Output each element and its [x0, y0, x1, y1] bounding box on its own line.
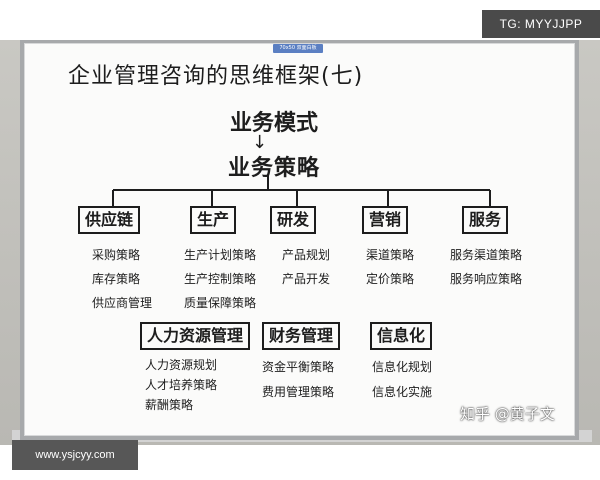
marketing-item: 渠道策略	[366, 248, 415, 262]
category-finance-management: 财务管理	[262, 322, 341, 350]
board-brand-label: 70x50 双面白板	[273, 44, 323, 53]
informatization-item: 信息化实施	[372, 385, 433, 399]
rnd-item: 产品规划	[282, 248, 331, 262]
category-rnd: 研发	[270, 206, 317, 234]
down-arrow-icon: ↓	[252, 132, 268, 153]
hr-item: 人力资源规划	[145, 358, 218, 372]
url-watermark-badge: www.ysjcyy.com	[12, 440, 138, 470]
category-informatization: 信息化	[370, 322, 433, 350]
hr-item: 人才培养策略	[145, 378, 218, 392]
tg-watermark-badge: TG: MYYJJPP	[482, 10, 600, 38]
business-strategy-heading: 业务策略	[228, 156, 321, 181]
service-item: 服务渠道策略	[450, 248, 523, 262]
whiteboard: 70x50 双面白板	[20, 40, 579, 440]
supply-chain-item: 库存策略	[92, 272, 141, 286]
category-hr-management: 人力资源管理	[140, 322, 251, 350]
supply-chain-item: 供应商管理	[92, 296, 153, 310]
business-model-heading: 业务模式	[230, 111, 319, 136]
category-production: 生产	[190, 206, 237, 234]
hr-item: 薪酬策略	[145, 398, 194, 412]
finance-item: 资金平衡策略	[262, 360, 335, 374]
diagram-title: 企业管理咨询的思维框架(七)	[68, 64, 364, 89]
zhihu-watermark: 知乎 @黄子文	[460, 405, 555, 423]
marketing-item: 定价策略	[366, 272, 415, 286]
production-item: 质量保障策略	[184, 296, 257, 310]
production-item: 生产控制策略	[184, 272, 257, 286]
category-marketing: 营销	[362, 206, 409, 234]
service-item: 服务响应策略	[450, 272, 523, 286]
informatization-item: 信息化规划	[372, 360, 433, 374]
supply-chain-item: 采购策略	[92, 248, 141, 262]
category-service: 服务	[462, 206, 509, 234]
category-supply-chain: 供应链	[78, 206, 141, 234]
production-item: 生产计划策略	[184, 248, 257, 262]
finance-item: 费用管理策略	[262, 385, 335, 399]
rnd-item: 产品开发	[282, 272, 331, 286]
